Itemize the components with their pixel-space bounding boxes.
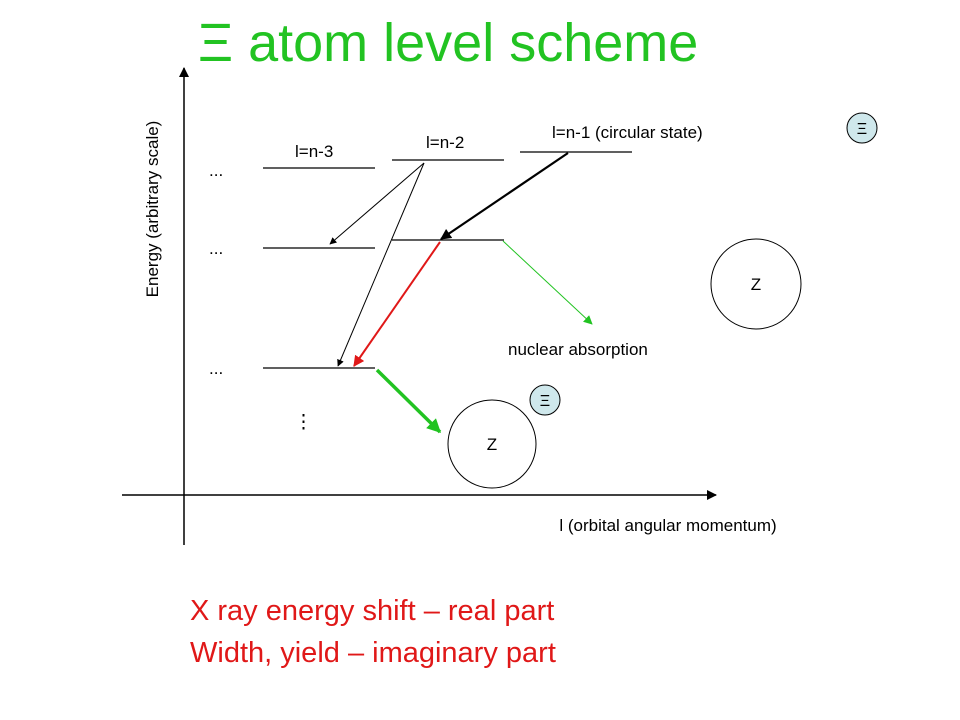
xi-particle-lower-label: Ξ xyxy=(540,393,550,410)
energy-axis-label: Energy (arbitrary scale) xyxy=(143,121,162,298)
momentum-axis-label: l (orbital angular momentum) xyxy=(559,516,776,535)
nucleus-upper xyxy=(710,238,802,330)
ellipsis-mid: ... xyxy=(209,239,223,258)
ellipsis-top: ... xyxy=(209,161,223,180)
transition-absorption-green-thin xyxy=(502,240,593,325)
transition-circular xyxy=(440,152,569,240)
transition-n2-to-n3-low xyxy=(337,162,425,367)
xi-particle-upper-label: Ξ xyxy=(857,121,867,138)
label-l-n3: l=n-3 xyxy=(295,142,333,161)
nucleus-lower-label: Z xyxy=(487,435,497,454)
label-l-n2: l=n-2 xyxy=(426,133,464,152)
xi-particle-lower xyxy=(529,384,561,416)
label-l-n1: l=n-1 (circular state) xyxy=(552,123,703,142)
transition-absorption-green-thick xyxy=(375,368,442,434)
nucleus-upper-label: Z xyxy=(751,275,761,294)
note-real-part: X ray energy shift – real part xyxy=(190,595,555,627)
nuclear-absorption-label: nuclear absorption xyxy=(508,340,648,359)
ellipsis-vertical: ⋮ xyxy=(294,412,313,433)
ellipsis-low: ... xyxy=(209,359,223,378)
slide-title: Ξ atom level scheme xyxy=(198,13,699,73)
xi-particle-upper xyxy=(846,112,878,144)
note-imaginary-part: Width, yield – imaginary part xyxy=(190,637,556,669)
transition-n2-to-n3-mid xyxy=(329,162,425,245)
nucleus-lower xyxy=(447,399,537,489)
transition-radiative-red xyxy=(353,241,441,367)
